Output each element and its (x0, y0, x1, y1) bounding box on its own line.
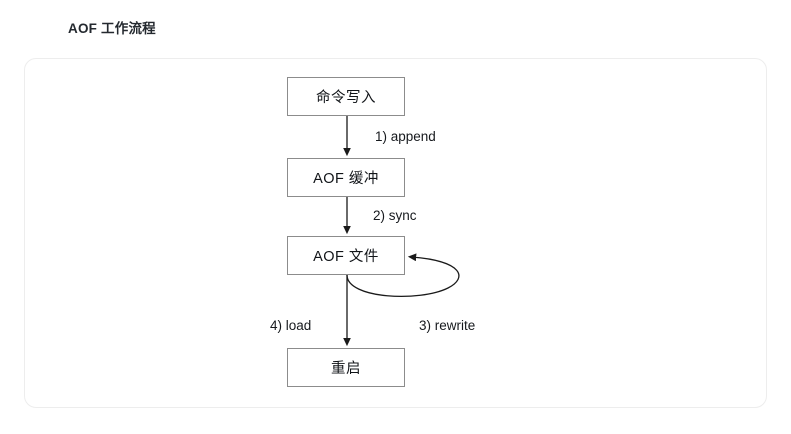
node-command-write[interactable]: 命令写入 (287, 77, 405, 116)
page-title: AOF 工作流程 (68, 21, 156, 36)
edge-label-rewrite: 3) rewrite (419, 318, 476, 333)
node-aof-file-label: AOF 文件 (313, 249, 379, 265)
edge-label-sync: 2) sync (373, 208, 417, 223)
edge-label-append: 1) append (375, 129, 436, 144)
node-aof-buffer-label: AOF 缓冲 (313, 171, 379, 187)
node-restart-label: 重启 (331, 361, 361, 377)
edge-rewrite-loop (346, 253, 460, 298)
node-aof-buffer[interactable]: AOF 缓冲 (287, 158, 405, 197)
node-aof-file[interactable]: AOF 文件 (287, 236, 405, 275)
node-restart[interactable]: 重启 (287, 348, 405, 387)
edge-label-load: 4) load (270, 318, 312, 333)
node-command-write-label: 命令写入 (316, 90, 376, 106)
